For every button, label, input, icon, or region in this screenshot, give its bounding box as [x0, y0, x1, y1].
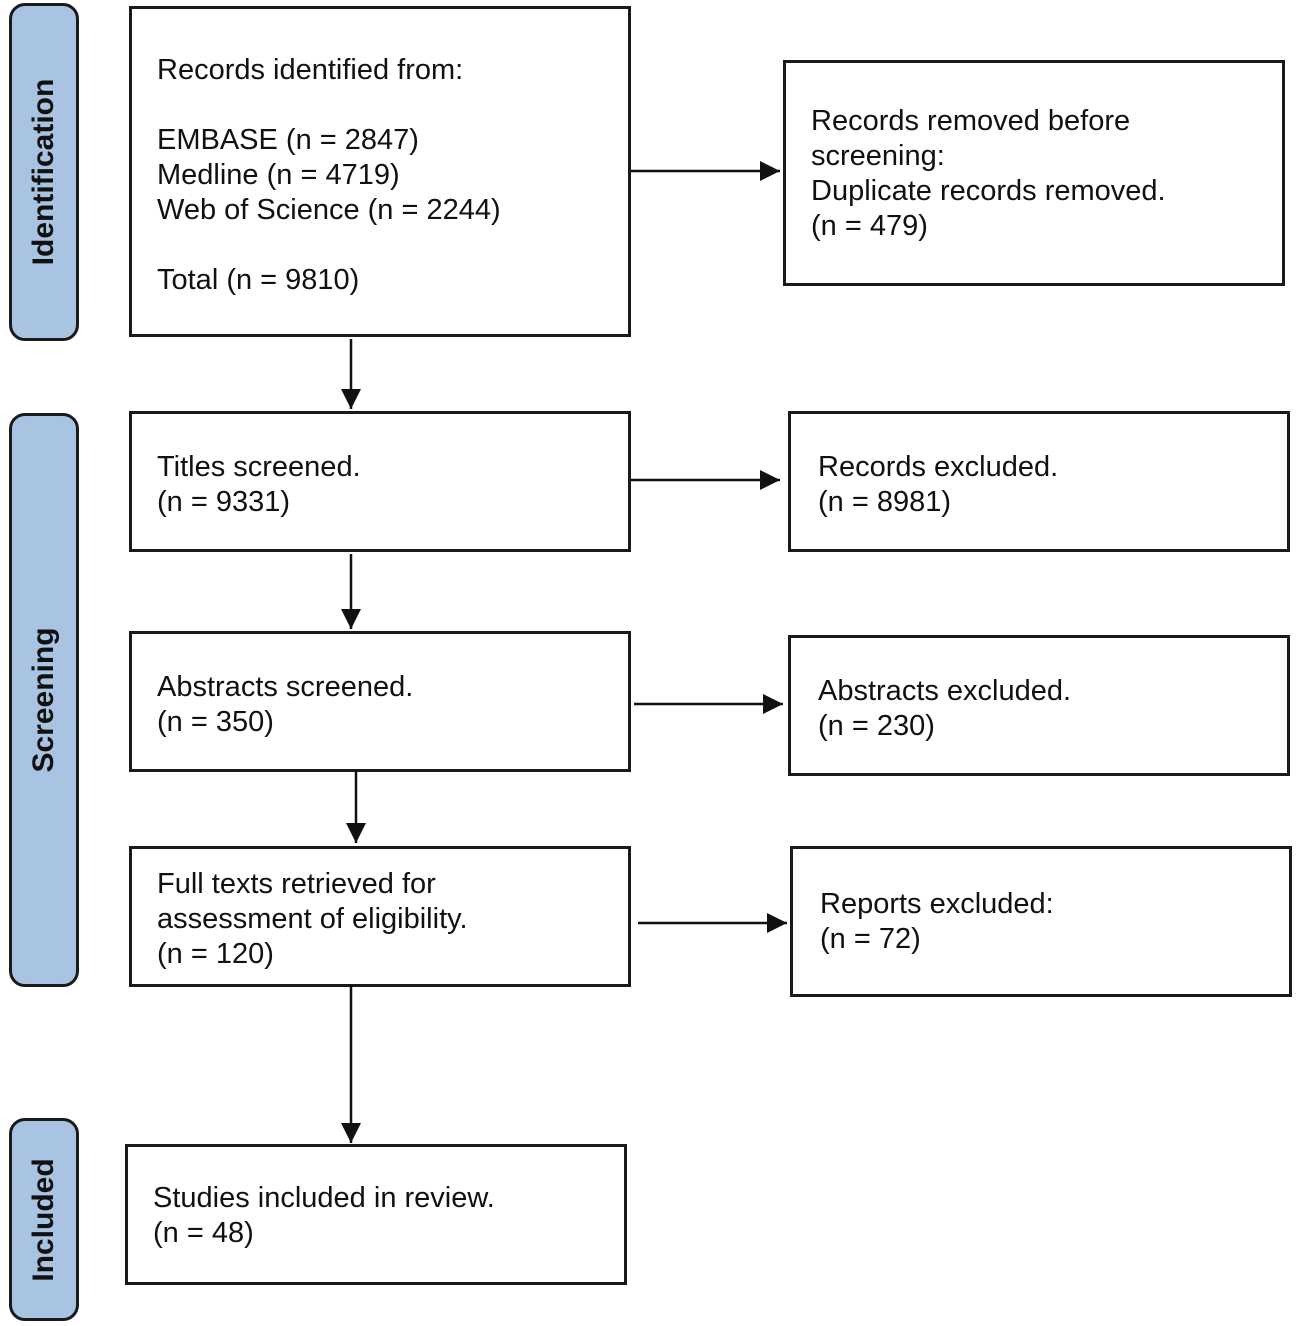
records-excluded-count: (n = 8981)	[818, 486, 952, 518]
phase-identification: Identification	[9, 3, 79, 341]
abstracts-excluded-count: (n = 230)	[818, 710, 935, 742]
abstracts-screened-label: Abstracts screened.	[157, 671, 414, 703]
titles-screened-box: Titles screened. (n = 9331)	[129, 411, 631, 552]
reports-excluded-count: (n = 72)	[820, 923, 921, 955]
records-removed-line-1: Records removed before	[811, 105, 1131, 137]
abstracts-excluded-box: Abstracts excluded. (n = 230)	[788, 635, 1290, 776]
phase-included: Included	[9, 1118, 79, 1321]
phase-screening: Screening	[9, 413, 79, 987]
reports-excluded-label: Reports excluded:	[820, 888, 1054, 920]
reports-excluded-box: Reports excluded: (n = 72)	[790, 846, 1292, 997]
abstracts-screened-count: (n = 350)	[157, 706, 274, 738]
source-medline: Medline (n = 4719)	[157, 159, 400, 191]
records-identified-total: Total (n = 9810)	[157, 264, 360, 296]
titles-screened-label: Titles screened.	[157, 451, 361, 483]
phase-screening-label: Screening	[27, 627, 60, 773]
abstracts-screened-box: Abstracts screened. (n = 350)	[129, 631, 631, 772]
full-texts-count: (n = 120)	[157, 938, 274, 970]
records-identified-box: Records identified from: EMBASE (n = 284…	[129, 6, 631, 337]
source-web-of-science: Web of Science (n = 2244)	[157, 194, 501, 226]
records-removed-line-2: screening:	[811, 140, 945, 172]
records-excluded-label: Records excluded.	[818, 451, 1059, 483]
studies-included-label: Studies included in review.	[153, 1182, 495, 1214]
studies-included-box: Studies included in review. (n = 48)	[125, 1144, 627, 1285]
abstracts-excluded-label: Abstracts excluded.	[818, 675, 1072, 707]
full-texts-line-2: assessment of eligibility.	[157, 903, 468, 935]
records-identified-heading: Records identified from:	[157, 54, 464, 86]
phase-identification-label: Identification	[27, 78, 60, 266]
source-embase: EMBASE (n = 2847)	[157, 124, 419, 156]
full-texts-line-1: Full texts retrieved for	[157, 868, 436, 900]
records-removed-box: Records removed before screening: Duplic…	[783, 60, 1285, 286]
records-excluded-box: Records excluded. (n = 8981)	[788, 411, 1290, 552]
titles-screened-count: (n = 9331)	[157, 486, 291, 518]
phase-included-label: Included	[27, 1157, 60, 1282]
studies-included-count: (n = 48)	[153, 1217, 254, 1249]
records-removed-line-3: Duplicate records removed.	[811, 175, 1166, 207]
records-removed-count: (n = 479)	[811, 210, 928, 242]
full-texts-box: Full texts retrieved for assessment of e…	[129, 846, 631, 987]
